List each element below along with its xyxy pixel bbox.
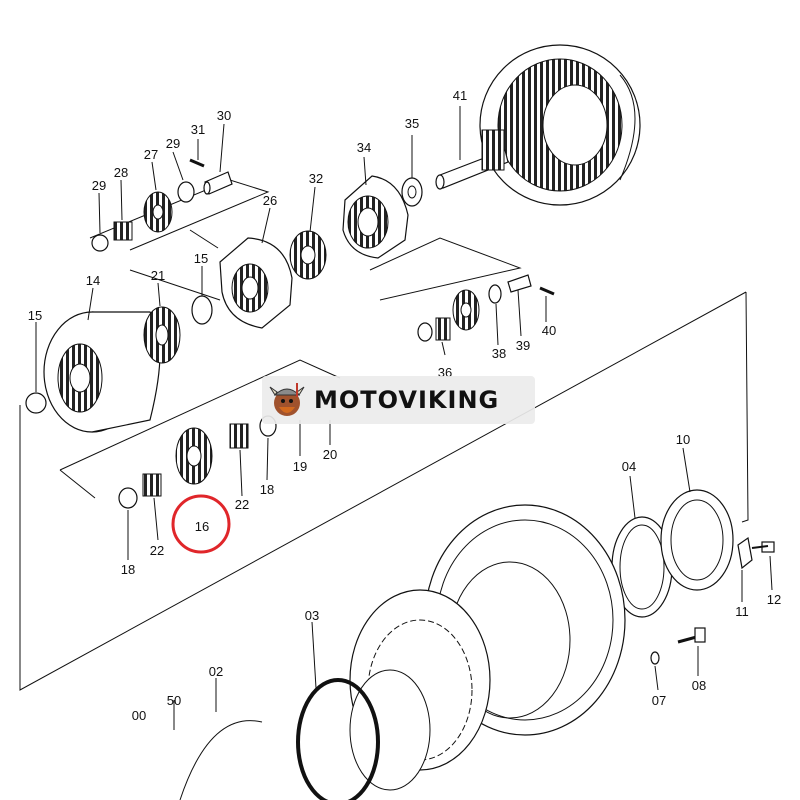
washer-15-right (191, 295, 213, 325)
callout-26: 26 (263, 193, 277, 208)
pin-39 (507, 274, 532, 293)
ring-10 (660, 489, 734, 591)
shaft-41 (435, 129, 509, 190)
callout-18-right: 18 (260, 482, 274, 497)
callout-07: 07 (652, 693, 666, 708)
gear-27 (143, 191, 173, 233)
bracket-11 (737, 536, 753, 570)
viking-mascot-icon (269, 383, 305, 416)
bolt-12 (751, 541, 775, 553)
bearing-22-left (142, 473, 162, 497)
callout-22-right: 22 (235, 497, 249, 512)
housing-14 (43, 311, 161, 433)
part-02 (179, 720, 263, 800)
callout-35: 35 (405, 116, 419, 131)
callout-32: 32 (309, 171, 323, 186)
washer-07 (650, 651, 660, 665)
callout-29-lower: 29 (92, 178, 106, 193)
callout-16: 16 (195, 519, 209, 534)
gear-right (452, 289, 480, 331)
callout-20: 20 (323, 447, 337, 462)
callout-00: 00 (132, 708, 146, 723)
brand-watermark: MOTOVIKING (262, 376, 535, 424)
bearing-22-right (229, 423, 249, 449)
washer-36-ring (417, 322, 433, 342)
ring-gear-41 (479, 44, 641, 206)
callout-15-left: 15 (28, 308, 42, 323)
callout-30: 30 (217, 108, 231, 123)
carrier-34 (342, 175, 409, 259)
hub-bearing (349, 589, 491, 791)
callout-27: 27 (144, 147, 158, 162)
callout-21: 21 (151, 268, 165, 283)
callout-10: 10 (676, 432, 690, 447)
washer-18-left (118, 487, 138, 509)
pin-30 (203, 171, 233, 195)
callout-22-left: 22 (150, 543, 164, 558)
callout-04: 04 (622, 459, 636, 474)
callout-labels: 41 35 34 30 31 29 27 28 29 32 26 14 21 1… (28, 88, 781, 723)
rod-40 (539, 286, 555, 296)
callout-29-upper: 29 (166, 136, 180, 151)
gear-32 (289, 230, 327, 280)
gear-16 (175, 427, 213, 485)
callout-34: 34 (357, 140, 371, 155)
callout-41: 41 (453, 88, 467, 103)
callout-15-right: 15 (194, 251, 208, 266)
callout-50: 50 (167, 693, 181, 708)
callout-08: 08 (692, 678, 706, 693)
washer-29-left (91, 234, 109, 252)
callout-03: 03 (305, 608, 319, 623)
bolt-08 (677, 627, 706, 644)
callout-12: 12 (767, 592, 781, 607)
washer-15-left (25, 392, 47, 414)
callout-11: 11 (735, 604, 749, 619)
callout-19: 19 (293, 459, 307, 474)
callout-40: 40 (542, 323, 556, 338)
leader-lines (35, 106, 773, 730)
gear-21 (143, 306, 181, 364)
washer-29-right (177, 181, 195, 203)
callout-28: 28 (114, 165, 128, 180)
callout-18-left: 18 (121, 562, 135, 577)
seal-03 (296, 678, 380, 800)
callout-38: 38 (492, 346, 506, 361)
callout-14: 14 (86, 273, 100, 288)
washer-38 (488, 284, 502, 304)
callout-31: 31 (191, 122, 205, 137)
callout-02: 02 (209, 664, 223, 679)
carrier-26 (219, 237, 293, 329)
rod-31 (189, 158, 205, 168)
brand-name: MOTOVIKING (314, 386, 500, 414)
bearing-36 (435, 317, 451, 341)
highlight-circle (171, 494, 231, 554)
callout-39: 39 (516, 338, 530, 353)
assembly-frame-lines (19, 179, 749, 691)
bearing-28 (113, 221, 133, 241)
